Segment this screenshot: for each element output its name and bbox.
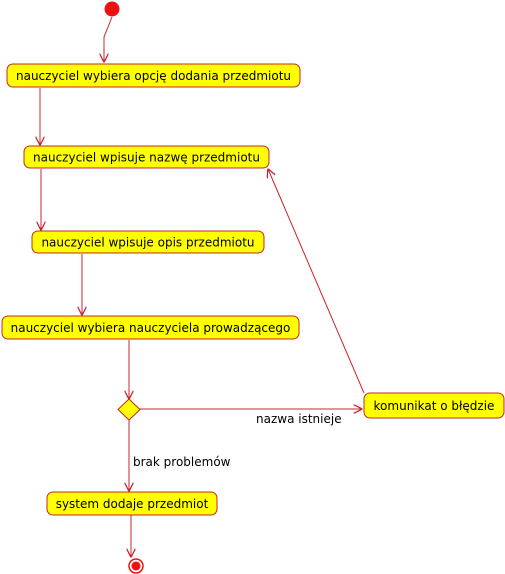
action-select-teacher: nauczyciel wybiera nauczyciela prowadząc… bbox=[1, 315, 300, 340]
action-enter-subject-name-label: nauczyciel wpisuje nazwę przedmiotu bbox=[33, 151, 260, 165]
action-enter-subject-name: nauczyciel wpisuje nazwę przedmiotu bbox=[23, 145, 270, 169]
decision-node bbox=[117, 398, 141, 421]
edge-start-to-select-option bbox=[104, 16, 113, 62]
action-error-message: komunikat o błędzie bbox=[363, 392, 505, 419]
action-enter-subject-description-label: nauczyciel wpisuje opis przedmiotu bbox=[41, 236, 254, 250]
action-select-add-subject-option: nauczyciel wybiera opcję dodania przedmi… bbox=[6, 63, 301, 88]
edges bbox=[40, 16, 365, 557]
action-select-teacher-label: nauczyciel wybiera nauczyciela prowadząc… bbox=[11, 321, 291, 335]
edge-error-message-to-enter-name bbox=[268, 169, 365, 394]
action-system-adds-subject: system dodaje przedmiot bbox=[46, 491, 218, 516]
action-select-add-subject-option-label: nauczyciel wybiera opcję dodania przedmi… bbox=[16, 69, 291, 83]
action-system-adds-subject-label: system dodaje przedmiot bbox=[56, 497, 209, 511]
edge-label-name-exists: nazwa istnieje bbox=[256, 412, 342, 426]
action-error-message-label: komunikat o błędzie bbox=[374, 399, 495, 413]
initial-node bbox=[104, 1, 120, 17]
action-enter-subject-description: nauczyciel wpisuje opis przedmiotu bbox=[31, 230, 265, 254]
edge-label-no-problems: brak problemów bbox=[133, 455, 231, 469]
final-node bbox=[128, 558, 144, 574]
